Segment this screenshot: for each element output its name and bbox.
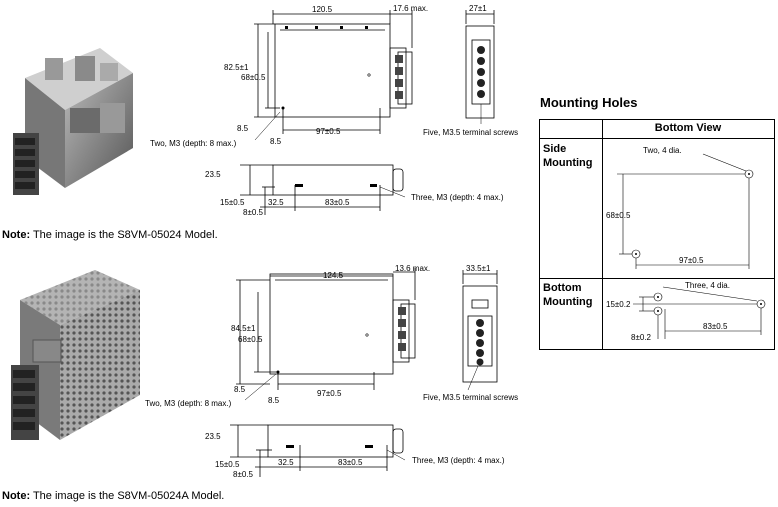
- side-width: 27±1: [469, 4, 487, 13]
- bottom-mounting-label: Bottom Mounting: [543, 282, 593, 308]
- mounting-holes-table: Bottom View Side Mounting Bottom Mountin…: [539, 119, 775, 350]
- mounting-header: Bottom View: [654, 122, 722, 134]
- mounting-bottom-drawing: Three, 4 dia. 15±0.2 8±0.2 83±0.5: [606, 281, 766, 342]
- bottom-a-height: 23.5: [205, 432, 221, 441]
- mounting-holes-title: Mounting Holes: [540, 95, 638, 110]
- front-a-height-outer: 84.5±1: [231, 324, 256, 333]
- side-vertical-dim: 68±0.5: [606, 211, 631, 220]
- bottom-a-hole-label: Three, M3 (depth: 4 max.): [412, 456, 505, 465]
- bottom-horizontal-dim: 83±0.5: [703, 322, 728, 331]
- front-hole-label: Two, M3 (depth: 8 max.): [150, 139, 237, 148]
- front-a-height-inner: 68±0.5: [238, 335, 263, 344]
- bottom-d2: 8±0.5: [243, 208, 264, 217]
- front-height-outer: 82.5±1: [224, 63, 249, 72]
- front-view-s8vm-05024: 120.5 17.6 max. 82.5±1 68±0.5 8.5 8.5 97…: [150, 4, 428, 148]
- front-view-s8vm-05024a: 124.5 13.6 max. 84.5±1 68±0.5 8.5 8.5 97…: [145, 264, 430, 408]
- bottom-view-s8vm-05024a: 23.5 15±0.5 8±0.5 32.5 83±0.5 Three, M3 …: [205, 424, 505, 479]
- bottom-a-d4: 83±0.5: [338, 458, 363, 467]
- bottom-view-s8vm-05024: 23.5 15±0.5 8±0.5 32.5 83±0.5 Three, M3 …: [205, 164, 504, 217]
- mounting-side-drawing: Two, 4 dia. 68±0.5 97±0.5: [606, 146, 754, 269]
- side-a-terminals: Five, M3.5 terminal screws: [423, 393, 518, 402]
- product-photo-s8vm-05024a: [11, 270, 140, 440]
- bottom-a-d1: 15±0.5: [215, 460, 240, 469]
- side-view-s8vm-05024a: 33.5±1 Five, M3.5 terminal screws: [423, 264, 518, 402]
- side-horizontal-dim: 97±0.5: [679, 256, 704, 265]
- front-left-margin: 8.5: [270, 137, 282, 146]
- note-s8vm-05024: Note: The image is the S8VM-05024 Model.: [2, 229, 218, 241]
- front-depth: 17.6 max.: [393, 4, 428, 13]
- front-height-inner: 68±0.5: [241, 73, 266, 82]
- bottom-d4: 83±0.5: [325, 198, 350, 207]
- front-a-bottom-margin: 8.5: [234, 385, 246, 394]
- bottom-a-d3: 32.5: [278, 458, 294, 467]
- side-terminals: Five, M3.5 terminal screws: [423, 128, 518, 137]
- side-mounting-label: Side Mounting: [543, 143, 593, 169]
- bottom-holes-label: Three, 4 dia.: [685, 281, 730, 290]
- front-bottom-margin: 8.5: [237, 124, 249, 133]
- note-s8vm-05024a: Note: The image is the S8VM-05024A Model…: [2, 490, 225, 502]
- side-view-s8vm-05024: 27±1 Five, M3.5 terminal screws: [423, 4, 518, 137]
- front-a-hole-label: Two, M3 (depth: 8 max.): [145, 399, 232, 408]
- front-hole-span: 97±0.5: [316, 127, 341, 136]
- bottom-height: 23.5: [205, 170, 221, 179]
- side-a-width: 33.5±1: [466, 264, 491, 273]
- bottom-vertical-dim: 15±0.2: [606, 300, 631, 309]
- bottom-d3: 32.5: [268, 198, 284, 207]
- front-width: 120.5: [312, 5, 333, 14]
- front-a-left-margin: 8.5: [268, 396, 280, 405]
- product-photo-s8vm-05024: [13, 48, 133, 195]
- bottom-d1: 15±0.5: [220, 198, 245, 207]
- bottom-a-d2: 8±0.5: [233, 470, 254, 479]
- front-a-depth: 13.6 max.: [395, 264, 430, 273]
- front-a-width: 124.5: [323, 271, 344, 280]
- bottom-offset-dim: 8±0.2: [631, 333, 652, 342]
- front-a-hole-span: 97±0.5: [317, 389, 342, 398]
- side-holes-label: Two, 4 dia.: [643, 146, 682, 155]
- bottom-hole-label: Three, M3 (depth: 4 max.): [411, 193, 504, 202]
